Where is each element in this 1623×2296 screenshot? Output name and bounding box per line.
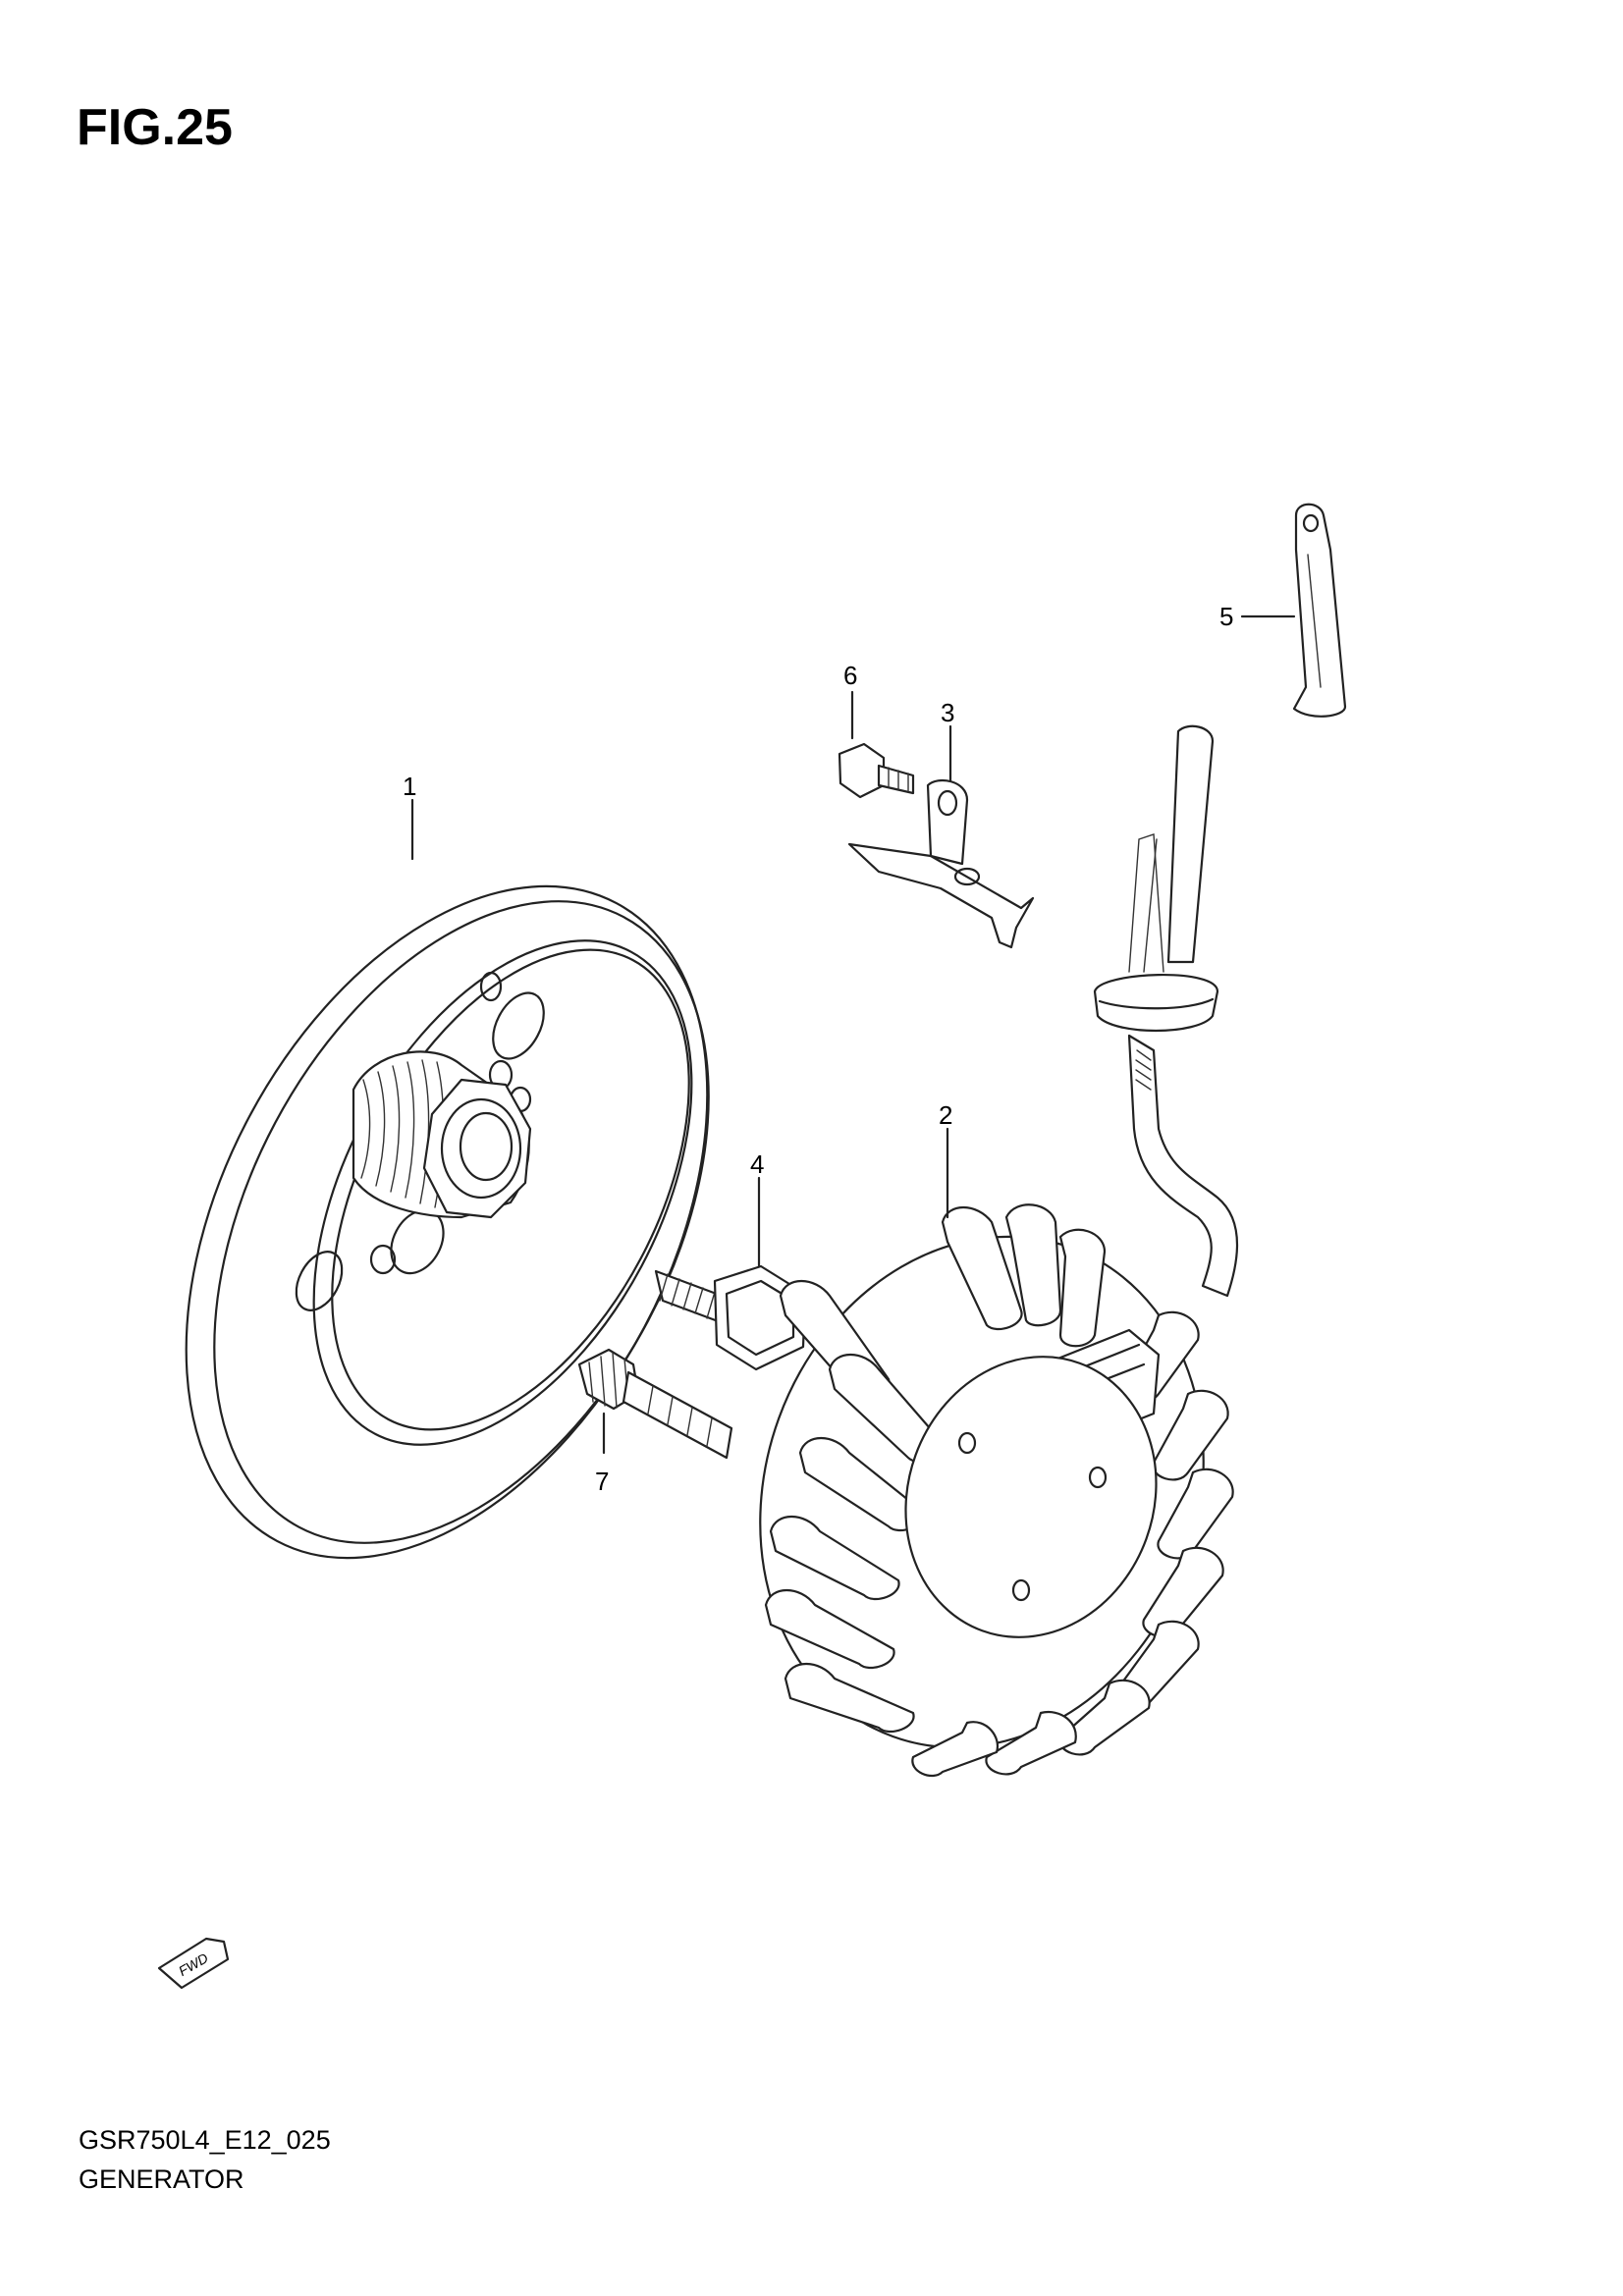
callout-6: 6 xyxy=(843,661,857,690)
figure-title: FIG.25 xyxy=(77,99,233,156)
clamp-screw-drawing xyxy=(838,690,915,799)
fwd-direction-badge: FWD xyxy=(157,1937,230,1990)
diagram-code: GSR750L4_E12_025 xyxy=(79,2125,331,2155)
callout-2: 2 xyxy=(939,1100,952,1130)
diagram-name: GENERATOR xyxy=(79,2164,244,2194)
callout-1: 1 xyxy=(403,772,416,801)
stator-bolt-drawing xyxy=(577,1348,733,1460)
wire-guide-drawing xyxy=(1240,503,1347,718)
rotor-drawing xyxy=(185,798,710,1560)
callout-5: 5 xyxy=(1219,602,1233,631)
callout-4: 4 xyxy=(750,1149,764,1179)
callout-7: 7 xyxy=(595,1467,609,1496)
callout-3: 3 xyxy=(941,698,954,727)
wire-clamp-drawing xyxy=(847,724,1035,949)
stator-drawing xyxy=(759,724,1238,1778)
